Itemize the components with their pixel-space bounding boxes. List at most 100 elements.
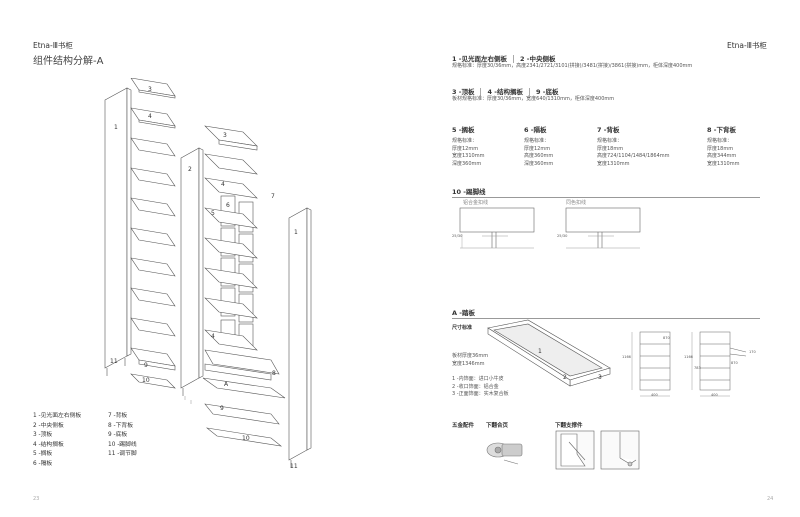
part-line: 宽度1310mm bbox=[597, 160, 630, 167]
exploded-callouts: 3 4 1 3 2 4 7 6 5 1 4 11 9 8 10 A 9 10 1… bbox=[0, 0, 320, 470]
sec2-title-a: 3 -顶板 bbox=[452, 88, 475, 96]
dim-label: 400 bbox=[651, 393, 658, 397]
part-line: 规格标准： bbox=[597, 138, 623, 144]
hardware-item-2: 下翻支撑件 bbox=[555, 423, 583, 429]
central-panel bbox=[180, 147, 204, 396]
part-line: 深度360mm bbox=[452, 160, 482, 167]
side-panel-left bbox=[104, 87, 132, 376]
kick-detail-b bbox=[565, 207, 641, 249]
part-line: 规格标准： bbox=[452, 138, 478, 144]
drawer-spec-line: 宽度1346mm bbox=[452, 360, 485, 367]
part-line: 深度360mm bbox=[524, 160, 554, 167]
sec1-title-a: 1 -见光面左右侧板 bbox=[452, 55, 507, 63]
callout-4a: 4 bbox=[148, 113, 152, 120]
sec2-spec: 板材规格标准：厚度30/36mm，宽度640/1310mm，柜体深度400mm bbox=[452, 96, 615, 102]
drawer-side-elevations bbox=[631, 331, 747, 397]
legend-item: 3 -顶板 bbox=[33, 432, 53, 439]
callout-1b: 1 bbox=[294, 229, 298, 236]
drawer-spec-line: 板材厚度36mm bbox=[452, 353, 489, 359]
drawer-title: A -踏板 bbox=[452, 309, 475, 317]
hardware-title: 五金配件 bbox=[452, 423, 475, 429]
callout-7: 7 bbox=[271, 193, 275, 200]
dim-label: 870 bbox=[731, 361, 738, 365]
right-page-number: 24 bbox=[767, 496, 774, 502]
part-line: 高度360mm bbox=[524, 153, 554, 159]
legend-item: 10 -踢脚线 bbox=[108, 441, 137, 448]
dim-label: 400 bbox=[711, 393, 718, 397]
callout-11b: 11 bbox=[290, 463, 298, 470]
divider bbox=[528, 88, 530, 96]
right-brand: Etna-Ⅲ书柜 bbox=[727, 41, 767, 50]
callout-11a: 11 bbox=[110, 358, 118, 365]
legend-col-1: 1 -见光面左右侧板 2 -中央侧板 3 -顶板 4 -结构搁板 5 -搁板 6… bbox=[33, 412, 81, 470]
drawer-callout-2: 2 bbox=[563, 374, 567, 381]
dim-label: 1166 bbox=[684, 355, 693, 359]
callout-8: 8 bbox=[272, 370, 276, 377]
sec2-title-c: 9 -底板 bbox=[535, 88, 559, 96]
callout-9: 9 bbox=[144, 362, 148, 369]
drawer-support-2 bbox=[600, 430, 640, 470]
divider bbox=[512, 55, 514, 63]
part-line: 高度344mm bbox=[707, 153, 737, 159]
callout-a: A bbox=[224, 381, 229, 388]
drawer-support-1 bbox=[555, 430, 595, 470]
part-line: 宽度1310mm bbox=[452, 153, 485, 159]
part-line: 厚度12mm bbox=[524, 145, 551, 152]
legend-item: 9 -底板 bbox=[108, 432, 128, 439]
legend-item: 2 -中央侧板 bbox=[33, 422, 64, 429]
dim-label: 870 bbox=[663, 336, 670, 340]
kick-title: 10 -踢脚线 bbox=[452, 188, 486, 196]
left-brand: Etna-Ⅲ书柜 bbox=[33, 41, 73, 50]
divider bbox=[480, 88, 482, 96]
drawer-spec: 板材厚度36mm 宽度1346mm bbox=[452, 353, 488, 368]
section-rule bbox=[452, 318, 760, 319]
kick-label-b: 同色扣线 bbox=[566, 200, 587, 206]
legend-col-2: 7 -背板 8 -下背板 9 -底板 10 -踢脚线 11 -调节脚 bbox=[108, 412, 137, 460]
callout-3b: 3 bbox=[223, 132, 227, 139]
left-page-number: 23 bbox=[33, 496, 40, 502]
part-line: 宽度1310mm bbox=[707, 160, 740, 167]
callout-10b: 10 bbox=[242, 435, 250, 442]
drawer-size-label: 尺寸标准 bbox=[452, 325, 473, 331]
shelf-stack-left bbox=[130, 78, 176, 389]
part-title: 7 -背板 bbox=[597, 126, 620, 134]
part-line: 厚度18mm bbox=[597, 145, 624, 152]
part-6: 6 -隔板 规格标准： 厚度12mm 高度360mm 深度360mm bbox=[524, 124, 553, 168]
dim-label: 1166 bbox=[622, 355, 631, 359]
legend-item: 4 -结构搁板 bbox=[33, 441, 64, 448]
part-title: 8 -下背板 bbox=[707, 126, 736, 134]
side-panel-right bbox=[288, 207, 312, 468]
drawer-iso-drawing bbox=[487, 319, 611, 387]
callout-4c: 4 bbox=[211, 333, 215, 340]
kick-label-a: 铝合金扣线 bbox=[463, 200, 489, 206]
callout-9b: 9 bbox=[220, 405, 224, 412]
hinge-icon bbox=[486, 442, 523, 465]
sec2-title-b: 4 -结构搁板 bbox=[487, 88, 523, 96]
kick-detail-a bbox=[459, 207, 535, 249]
part-7: 7 -背板 规格标准： 厚度18mm 高度724/1104/1484/1864m… bbox=[597, 124, 670, 168]
legend-item: 1 -见光面左右侧板 bbox=[33, 413, 82, 419]
sec2-heading: 3 -顶板 4 -结构搁板 9 -底板 bbox=[452, 86, 558, 96]
kick-dim-b: 25/30 bbox=[557, 234, 568, 238]
legend-item: 6 -隔板 bbox=[33, 460, 53, 467]
legend-item: 7 -背板 bbox=[108, 413, 128, 419]
left-page-title: 组件结构分解-A bbox=[33, 56, 104, 67]
part-title: 5 -搁板 bbox=[452, 126, 475, 134]
part-line: 厚度12mm bbox=[452, 145, 479, 152]
elevation-b bbox=[691, 331, 747, 397]
callout-10a: 10 bbox=[142, 377, 150, 384]
drawer-note: 3 -正面饰面：实木复合板 bbox=[452, 391, 509, 397]
sec1-spec: 规格标准：厚度30/36mm，高度2341/2721/3101(拼接)/3481… bbox=[452, 63, 693, 69]
shelf-stack-right bbox=[202, 125, 286, 447]
part-8: 8 -下背板 规格标准： 厚度18mm 高度344mm 宽度1310mm bbox=[707, 124, 739, 168]
part-line: 规格标准： bbox=[524, 138, 550, 144]
drawer-callout-3: 3 bbox=[598, 374, 602, 381]
callout-5: 5 bbox=[211, 210, 215, 217]
legend-item: 11 -调节脚 bbox=[108, 451, 137, 458]
part-line: 规格标准： bbox=[707, 138, 733, 144]
callout-6: 6 bbox=[226, 202, 230, 209]
callout-4b: 4 bbox=[221, 181, 225, 188]
part-5: 5 -搁板 规格标准： 厚度12mm 宽度1310mm 深度360mm bbox=[452, 124, 484, 168]
dim-label: 170 bbox=[749, 350, 756, 354]
